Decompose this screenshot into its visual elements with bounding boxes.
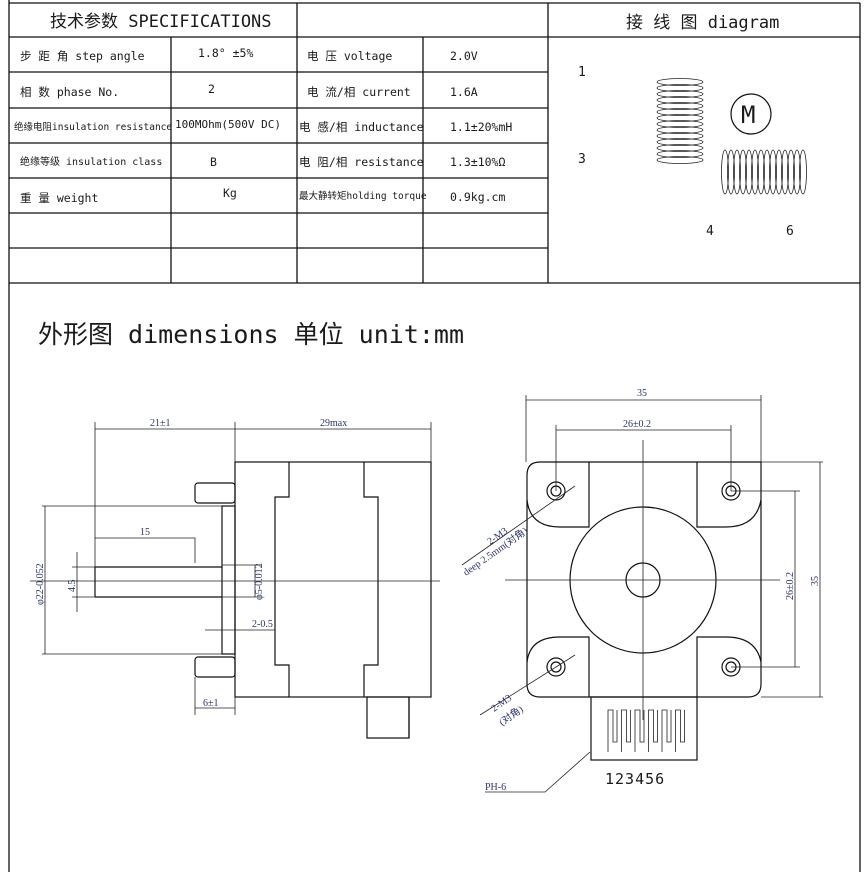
wiring-diagram: 1 3 4 6 M <box>578 65 807 239</box>
spec-value: 1.8° ±5% <box>198 46 253 60</box>
coil-turn <box>727 149 735 195</box>
coil-turn <box>751 149 759 195</box>
spec-label: 电 压 voltage <box>307 49 392 63</box>
coil-turn <box>793 149 801 195</box>
motor-symbol: M <box>741 101 755 129</box>
spec-table-title: 技术参数 SPECIFICATIONS <box>50 12 272 32</box>
dim-screw-length: 6±1 <box>203 698 219 709</box>
spec-label: 电 阻/相 resistance <box>299 155 424 169</box>
spec-value: 1.6A <box>450 85 478 99</box>
coil-turn <box>656 150 704 158</box>
spec-value: 100MOhm(500V DC) <box>175 118 281 131</box>
coil-turn <box>781 149 789 195</box>
coil-turn <box>656 84 704 92</box>
wiring-title: 接 线 图 diagram <box>626 13 779 33</box>
terminal-label: 6 <box>786 224 794 239</box>
mounting-hole-inner <box>550 661 562 673</box>
dim-flange-height: 2-0.5 <box>252 619 273 630</box>
dim-flange-dia: φ22-0.052 <box>35 563 46 605</box>
spec-value: 2.0V <box>450 49 478 63</box>
spec-label: 电 感/相 inductance <box>299 120 424 134</box>
spec-label: 最大静转矩holding torque <box>299 190 427 202</box>
dim-flat-size: 4.5 <box>67 580 78 593</box>
dimensions-title: 外形图 dimensions 单位 unit:mm <box>38 320 464 349</box>
terminal-label: 3 <box>578 152 586 167</box>
connector-pin <box>675 709 685 752</box>
coil-turn <box>775 149 783 195</box>
connector-pin <box>648 709 658 752</box>
connector-pin <box>634 709 645 752</box>
coil-turn <box>721 149 729 195</box>
spec-value: 1.3±10%Ω <box>450 155 505 169</box>
spec-label: 步 距 角 step angle <box>20 49 145 63</box>
dim-height: 35 <box>810 576 821 586</box>
spec-label: 电 流/相 current <box>307 85 411 99</box>
coil-turn <box>656 114 704 122</box>
mounting-hole <box>546 657 566 677</box>
coil-turn <box>757 149 765 195</box>
coil-turn <box>656 78 704 86</box>
dim-hole-spacing-v: 26±0.2 <box>785 572 796 600</box>
dim-shaft-dia: φ5-0.012 <box>254 563 265 600</box>
connector-pin <box>621 709 631 752</box>
coil-turn <box>656 96 704 104</box>
terminal-label: 4 <box>706 224 714 239</box>
coil-turn <box>656 120 704 128</box>
spec-rows: 步 距 角 step angle 1.8° ±5% 电 压 voltage 2.… <box>14 46 512 205</box>
spec-value: Kg <box>223 186 237 200</box>
dim-shaft-length: 21±1 <box>150 418 171 429</box>
coil-turn <box>656 138 704 146</box>
coil-turn <box>656 102 704 110</box>
dim-width: 35 <box>637 388 647 399</box>
connector-pin-numbers: 123456 <box>605 770 665 788</box>
coil-turn <box>745 149 753 195</box>
coil-turn <box>656 108 704 116</box>
coil-b <box>721 149 807 195</box>
spec-label: 重 量 weight <box>20 191 98 205</box>
spec-label: 相 数 phase No. <box>20 85 119 99</box>
spec-table-grid <box>8 0 861 872</box>
coil-turn <box>739 149 747 195</box>
spec-value: 2 <box>208 82 215 96</box>
spec-label: 绝缘等级 insulation class <box>20 155 162 168</box>
coil-turn <box>769 149 777 195</box>
dim-hole-spacing-h: 26±0.2 <box>623 419 651 430</box>
coil-turn <box>656 126 704 134</box>
coil-turn <box>656 156 704 164</box>
spec-label: 绝缘电阻insulation resistance <box>14 121 172 133</box>
connector-label: PH-6 <box>485 782 506 793</box>
coil-turn <box>656 144 704 152</box>
side-view-drawing: 21±1 29max 15 4.5 φ22-0.052 φ5-0.012 2-0… <box>30 418 440 739</box>
terminal-label: 1 <box>578 65 586 80</box>
spec-value: 0.9kg.cm <box>450 190 505 204</box>
coil-turn <box>656 90 704 98</box>
coil-turn <box>763 149 771 195</box>
coil-a <box>656 78 704 164</box>
coil-turn <box>656 132 704 140</box>
coil-turn <box>799 149 807 195</box>
coil-turn <box>787 149 795 195</box>
coil-turn <box>733 149 741 195</box>
connector-pin <box>661 709 672 752</box>
spec-value: 1.1±20%mH <box>450 120 512 134</box>
dim-flat-length: 15 <box>140 527 150 538</box>
dim-body-length: 29max <box>320 418 347 429</box>
spec-value: B <box>210 155 217 169</box>
front-view-drawing: 35 26±0.2 26±0.2 35 2-M3 deep 2.5mm(对角) … <box>460 388 823 793</box>
connector-pin <box>607 709 618 752</box>
motor-symbol-circle <box>730 93 772 135</box>
